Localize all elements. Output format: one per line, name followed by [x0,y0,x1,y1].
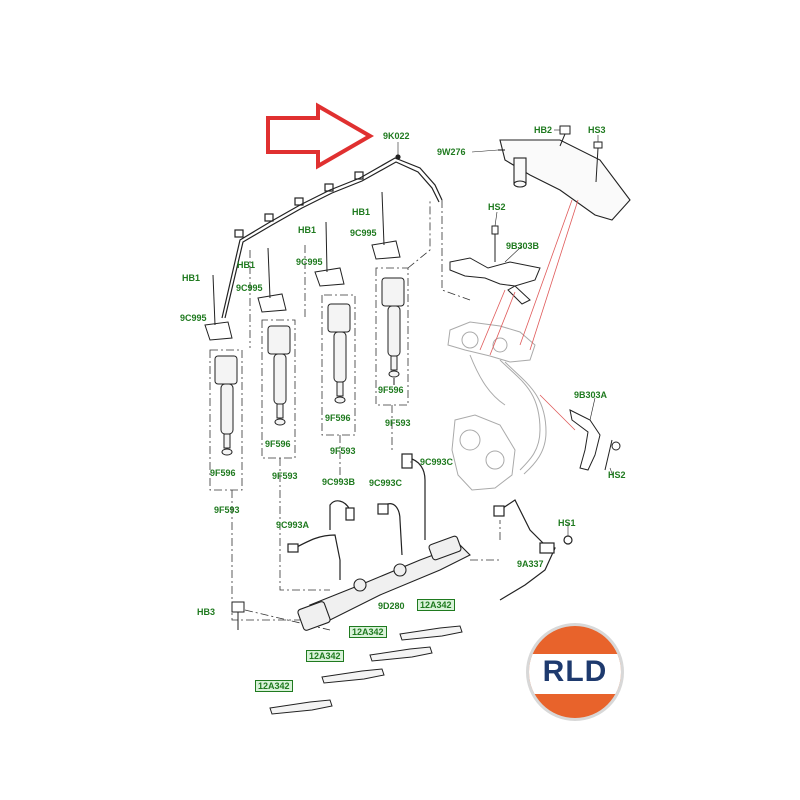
callout-9f593-4: 9F593 [385,418,411,428]
injector-clamps [204,191,401,341]
callout-9f596-2: 9F596 [265,439,291,449]
callout-9f596-3: 9F596 [325,413,351,423]
callout-leaders [397,129,614,536]
red-arrow-icon [266,102,375,170]
fuel-rail [297,535,471,631]
fuel-return-pipe [221,154,443,319]
rld-logo: RLD [523,622,627,722]
injector-4 [381,277,405,385]
callout-9c993c-1: 9C993C [420,457,454,467]
bracket-9b303b [449,225,541,305]
high-pressure-pipes [287,453,426,580]
injector-3 [327,303,351,404]
callout-12a342-3: 12A342 [306,650,344,662]
callout-hb1-4: HB1 [352,207,371,217]
callout-9f593-2: 9F593 [272,471,298,481]
callout-9f596-4: 9F596 [378,385,404,395]
callout-9w276: 9W276 [437,147,466,157]
callout-hs2-right: HS2 [608,470,626,480]
callout-9c995-2: 9C995 [236,283,263,293]
callout-9c993a: 9C993A [276,520,310,530]
callout-9f596-1: 9F596 [210,468,236,478]
callout-hs3: HS3 [588,125,606,135]
callout-9f593-3: 9F593 [330,446,356,456]
bracket-9b303a [569,409,621,471]
glow-plugs [269,625,463,715]
callout-9c993b: 9C993B [322,477,356,487]
callout-12a342-1: 12A342 [417,599,455,611]
hb3-bolt [231,601,245,630]
callout-hb1-2: HB1 [237,260,256,270]
callout-hs2-top: HS2 [488,202,506,212]
pump-to-rail-pipe [493,499,573,601]
heat-shield [498,139,631,221]
callout-9c995-4: 9C995 [350,228,377,238]
callout-12a342-2: 12A342 [349,626,387,638]
callout-9k022: 9K022 [383,131,410,141]
injector-1 [214,355,238,456]
callout-9d280: 9D280 [378,601,405,611]
callout-12a342-4: 12A342 [255,680,293,692]
callout-hb3: HB3 [197,607,216,617]
callout-hs1: HS1 [558,518,576,528]
callout-9c993c-2: 9C993C [369,478,403,488]
callout-9f593-1: 9F593 [214,505,240,515]
callout-hb1-1: HB1 [182,273,201,283]
logo-text: RLD [542,655,608,688]
callout-9b303a: 9B303A [574,390,608,400]
red-leader-lines [479,199,579,431]
callout-hb2: HB2 [534,125,553,135]
callout-9a337: 9A337 [517,559,544,569]
callout-9b303b: 9B303B [506,241,540,251]
injector-zone-outlines [209,200,501,631]
fuel-pump-assembly [447,321,547,491]
callout-9c995-3: 9C995 [296,257,323,267]
callout-9c995-1: 9C995 [180,313,207,323]
callout-hb1-3: HB1 [298,225,317,235]
injector-2 [267,325,291,426]
